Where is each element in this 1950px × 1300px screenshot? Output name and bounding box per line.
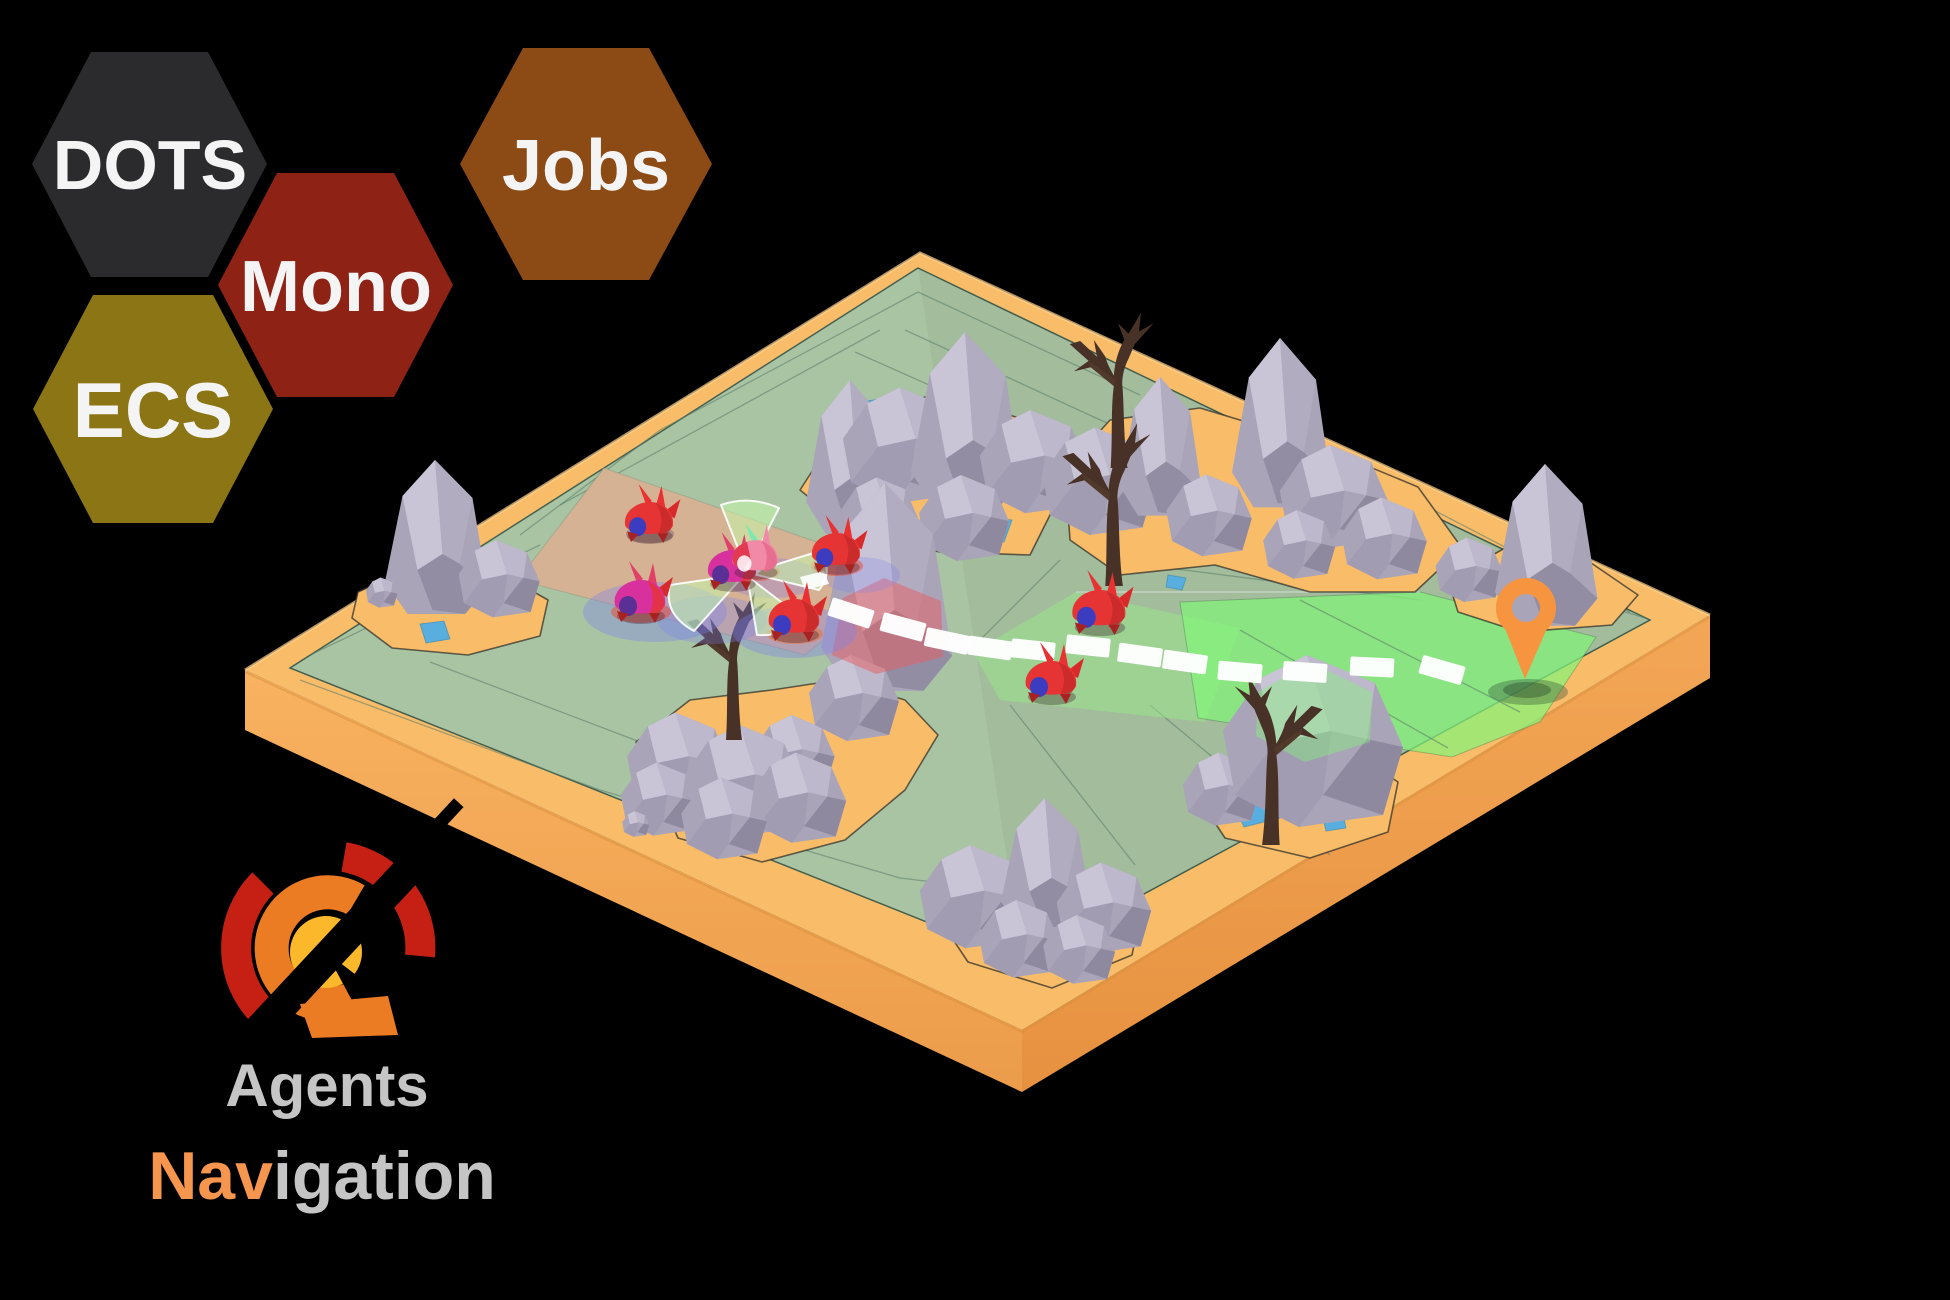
hexagon-badge bbox=[32, 52, 267, 277]
badge-mono: Mono bbox=[218, 173, 453, 397]
water-patch bbox=[419, 620, 451, 644]
badge-ecs: ECS bbox=[33, 295, 273, 523]
pin-ring bbox=[1496, 578, 1556, 638]
brand-rest-text: igation bbox=[273, 1138, 496, 1214]
platform-rim-shade bbox=[244, 616, 1711, 1034]
pin-shadow bbox=[1503, 682, 1551, 698]
path-dash bbox=[1217, 660, 1263, 684]
path-dash bbox=[1349, 656, 1395, 678]
agents-navigation-logo: Agents Navigation bbox=[148, 798, 496, 1214]
badge-label: Mono bbox=[240, 247, 432, 327]
pin-body bbox=[1504, 626, 1548, 679]
path-dash bbox=[1282, 660, 1328, 684]
badge-label: ECS bbox=[73, 366, 233, 454]
brand-line-1: Agents bbox=[225, 1052, 428, 1119]
destination-pin bbox=[1488, 578, 1568, 705]
platform-side-right bbox=[1022, 615, 1710, 1092]
water-patch bbox=[1165, 574, 1187, 591]
brand-line-2: Navigation bbox=[148, 1138, 496, 1214]
feature-badges: DOTS Mono Jobs ECS bbox=[32, 48, 712, 523]
badge-label: DOTS bbox=[53, 126, 247, 204]
hexagon-badge bbox=[33, 295, 273, 523]
brand-accent-text: Nav bbox=[148, 1138, 273, 1214]
badge-dots: DOTS bbox=[32, 52, 267, 277]
hexagon-badge bbox=[218, 173, 453, 397]
platform-side-left bbox=[245, 670, 1022, 1092]
hexagon-badge bbox=[460, 48, 712, 280]
radar-logo-icon bbox=[190, 798, 470, 1112]
pin-shadow bbox=[1488, 679, 1568, 705]
badge-jobs: Jobs bbox=[460, 48, 712, 280]
badge-label: Jobs bbox=[502, 126, 670, 206]
